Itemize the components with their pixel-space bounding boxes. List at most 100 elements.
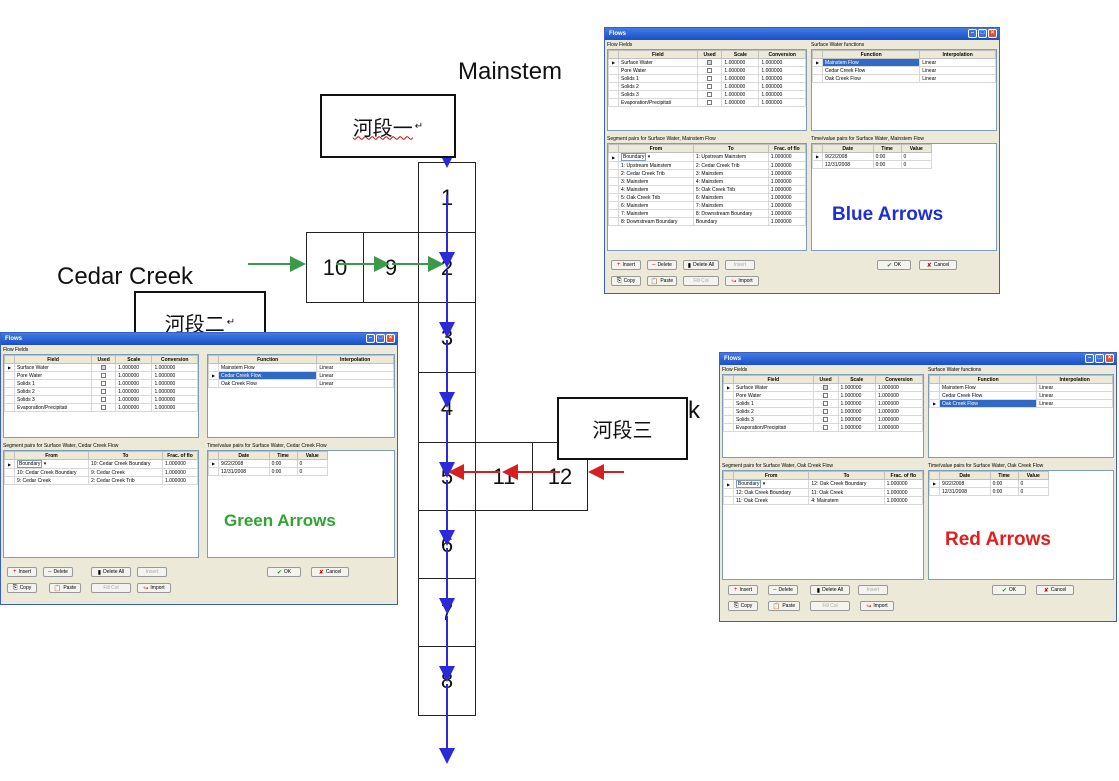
used-checkbox[interactable] [707,67,713,73]
table-cell[interactable]: 7: Mainstem [618,209,694,218]
table-cell[interactable]: Surface Water [618,58,698,67]
column-header[interactable]: Value [900,144,933,153]
table-cell[interactable]: Solids 1 [733,399,814,408]
table-cell[interactable]: Solids 1 [13,379,93,388]
fill-col-button[interactable]: Fill Col [91,583,131,593]
table-cell[interactable]: Linear [316,363,394,372]
table-cell[interactable] [812,423,839,432]
table-cell[interactable]: 4: Mainstem [618,185,694,194]
table-cell[interactable]: 3: Mainstem [618,177,694,186]
table-cell[interactable]: 1.000000 [883,496,923,505]
table-cell[interactable]: 2: Cedar Creek Trib [618,169,694,178]
paste-button[interactable]: 📋Paste [768,601,800,611]
table-cell[interactable]: Mainstem Flow [821,58,921,67]
table-cell[interactable]: Linear [919,58,996,67]
insert-row-button[interactable]: Insert [725,260,755,270]
used-checkbox[interactable] [101,388,107,394]
column-header[interactable]: Field [13,355,93,364]
table-cell[interactable]: 1.000000 [767,185,806,194]
table-cell[interactable] [812,415,839,424]
table-cell[interactable]: 1.000000 [837,391,876,400]
table-cell[interactable]: 1.000000 [758,66,806,75]
table-cell[interactable]: 1.000000 [767,177,806,186]
maximize-icon[interactable]: □ [376,334,385,343]
column-header[interactable]: Date [218,451,270,460]
table-cell[interactable]: 12: Oak Creek Boundary [732,488,810,497]
table-cell[interactable]: 1.000000 [758,74,806,83]
table-cell[interactable]: 1.000000 [874,391,923,400]
table-cell[interactable]: 1.000000 [883,479,923,489]
column-header[interactable]: Time [268,451,298,460]
table-cell[interactable]: Surface Water [733,383,814,392]
table-cell[interactable]: 0 [900,160,933,169]
table-cell[interactable]: 9/22/2008 [218,459,270,468]
table-cell[interactable]: 1.000000 [115,371,153,380]
table-cell[interactable]: 0 [296,459,329,468]
table-cell[interactable]: 10: Cedar Creek Boundary [87,459,163,469]
column-header[interactable]: Frac. of flo [161,451,198,460]
table-cell[interactable]: Boundary [692,217,769,226]
table-cell[interactable]: 1.000000 [151,387,198,396]
table-cell[interactable]: 1.000000 [758,58,806,67]
fill-col-button[interactable]: Fill Col [810,601,850,611]
table-cell[interactable] [696,58,723,67]
import-button[interactable]: ↪Import [860,601,894,611]
used-checkbox[interactable] [101,364,107,370]
table-cell[interactable]: 1.000000 [837,407,876,416]
table-cell[interactable]: 1.000000 [151,395,198,404]
table-cell[interactable]: 1: Upstream Mainstem [618,161,694,170]
table-cell[interactable]: Oak Creek Flow [938,399,1038,408]
delete-button[interactable]: –Delete [647,260,677,270]
column-header[interactable]: Date [939,471,991,480]
used-checkbox[interactable] [823,392,829,398]
table-cell[interactable] [91,387,117,396]
minimize-icon[interactable]: – [968,29,977,38]
delete-button[interactable]: –Delete [768,585,798,595]
column-header[interactable]: Frac. of flo [883,471,923,480]
table-cell[interactable]: 1.000000 [874,423,923,432]
table-cell[interactable]: Evaporation/Precipitati [733,423,814,432]
delete-all-button[interactable]: ▮Delete All [683,260,719,270]
table-cell[interactable] [91,363,117,372]
table-cell[interactable]: Solids 2 [618,82,698,91]
table-cell[interactable] [696,82,723,91]
table-cell[interactable]: 9: Cedar Creek [87,468,163,477]
table-cell[interactable]: 1.000000 [767,201,806,210]
table-cell[interactable]: 0:00 [989,479,1019,488]
copy-button[interactable]: ⎘Copy [7,583,37,593]
close-icon[interactable]: × [988,29,997,38]
table-cell[interactable]: Solids 1 [618,74,698,83]
used-checkbox[interactable] [101,404,107,410]
table-cell[interactable] [91,371,117,380]
copy-button[interactable]: ⎘Copy [728,601,758,611]
table-cell[interactable] [91,395,117,404]
table-cell[interactable]: Linear [1036,399,1113,408]
table-cell[interactable]: 6: Mainstem [692,193,769,202]
table-cell[interactable]: 1: Upstream Mainstem [692,152,769,162]
table-cell[interactable]: 1.000000 [161,459,198,469]
table-cell[interactable]: 1.000000 [874,415,923,424]
used-checkbox[interactable] [823,400,829,406]
insert-button[interactable]: +Insert [611,260,641,270]
table-cell[interactable]: 1.000000 [837,383,876,392]
used-checkbox[interactable] [101,372,107,378]
paste-button[interactable]: 📋Paste [647,276,677,286]
